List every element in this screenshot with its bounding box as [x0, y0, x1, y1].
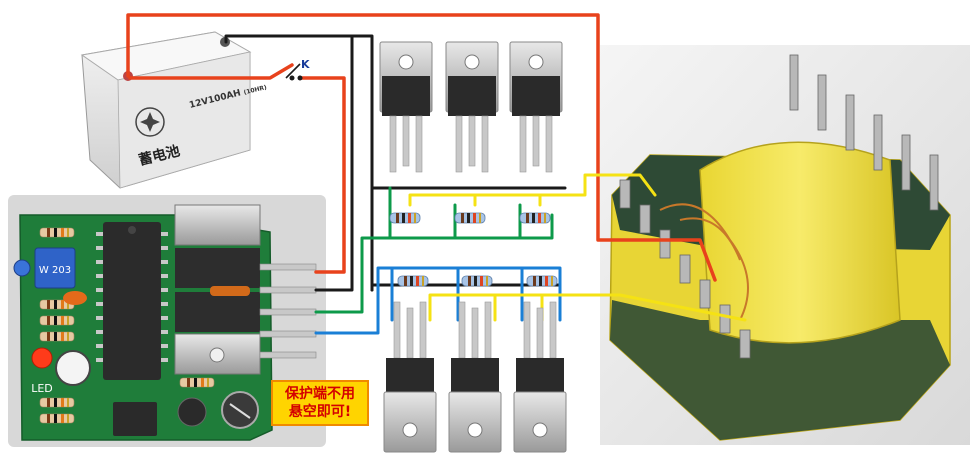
wires: [126, 13, 747, 335]
ic-chip-icon: [96, 222, 168, 380]
lower-mosfets: [383, 301, 567, 453]
protection-note: 保护端不用 悬空即可!: [271, 380, 369, 426]
green-wire-upper-gates: [314, 213, 554, 314]
switch-icon: K: [285, 58, 310, 81]
potentiometer-icon: W 203: [13, 247, 76, 289]
resistor-icon: [397, 275, 429, 287]
transformer-pins-left: [619, 179, 751, 359]
battery-icon: 12V100AH (10HR) 蓄电池: [80, 31, 268, 189]
blue-wire-lower-gates: [314, 266, 562, 335]
red-wire-battery-switch: [128, 63, 294, 80]
led-icon: LED: [31, 347, 53, 395]
mosfet-icon: [445, 41, 499, 173]
resistor-icon: [526, 275, 558, 287]
note-line-2: 悬空即可!: [288, 404, 352, 420]
board-mosfets: [174, 204, 261, 375]
yellow-wire-upper-drains: [408, 173, 657, 207]
mosfet-icon: [509, 41, 563, 173]
transformer-icon: [600, 45, 970, 445]
upper-mosfets: [379, 41, 563, 173]
resistor-icon: [389, 212, 421, 224]
capacitor-icon: [55, 350, 259, 429]
driver-board: W 203 LED: [8, 195, 326, 447]
transformer-pins-right: [789, 54, 939, 211]
mosfet-icon: [379, 41, 433, 173]
switch-label: K: [301, 58, 310, 71]
gate-resistors-lower: [397, 275, 558, 287]
gate-resistors-upper: [389, 212, 551, 224]
red-wire-switch-board: [298, 76, 346, 274]
yellow-wire-lower-drains: [428, 293, 747, 322]
pot-label: W 203: [39, 265, 71, 276]
mosfet-icon: [513, 301, 567, 453]
mosfet-icon: [383, 301, 437, 453]
led-label: LED: [31, 382, 53, 395]
resistor-icon: [454, 212, 486, 224]
mosfet-icon: [448, 301, 502, 453]
resistor-icon: [519, 212, 551, 224]
resistor-icon: [461, 275, 493, 287]
battery-logo: [135, 107, 165, 137]
red-wire-transformer-center: [126, 13, 717, 282]
note-line-1: 保护端不用: [285, 386, 355, 402]
